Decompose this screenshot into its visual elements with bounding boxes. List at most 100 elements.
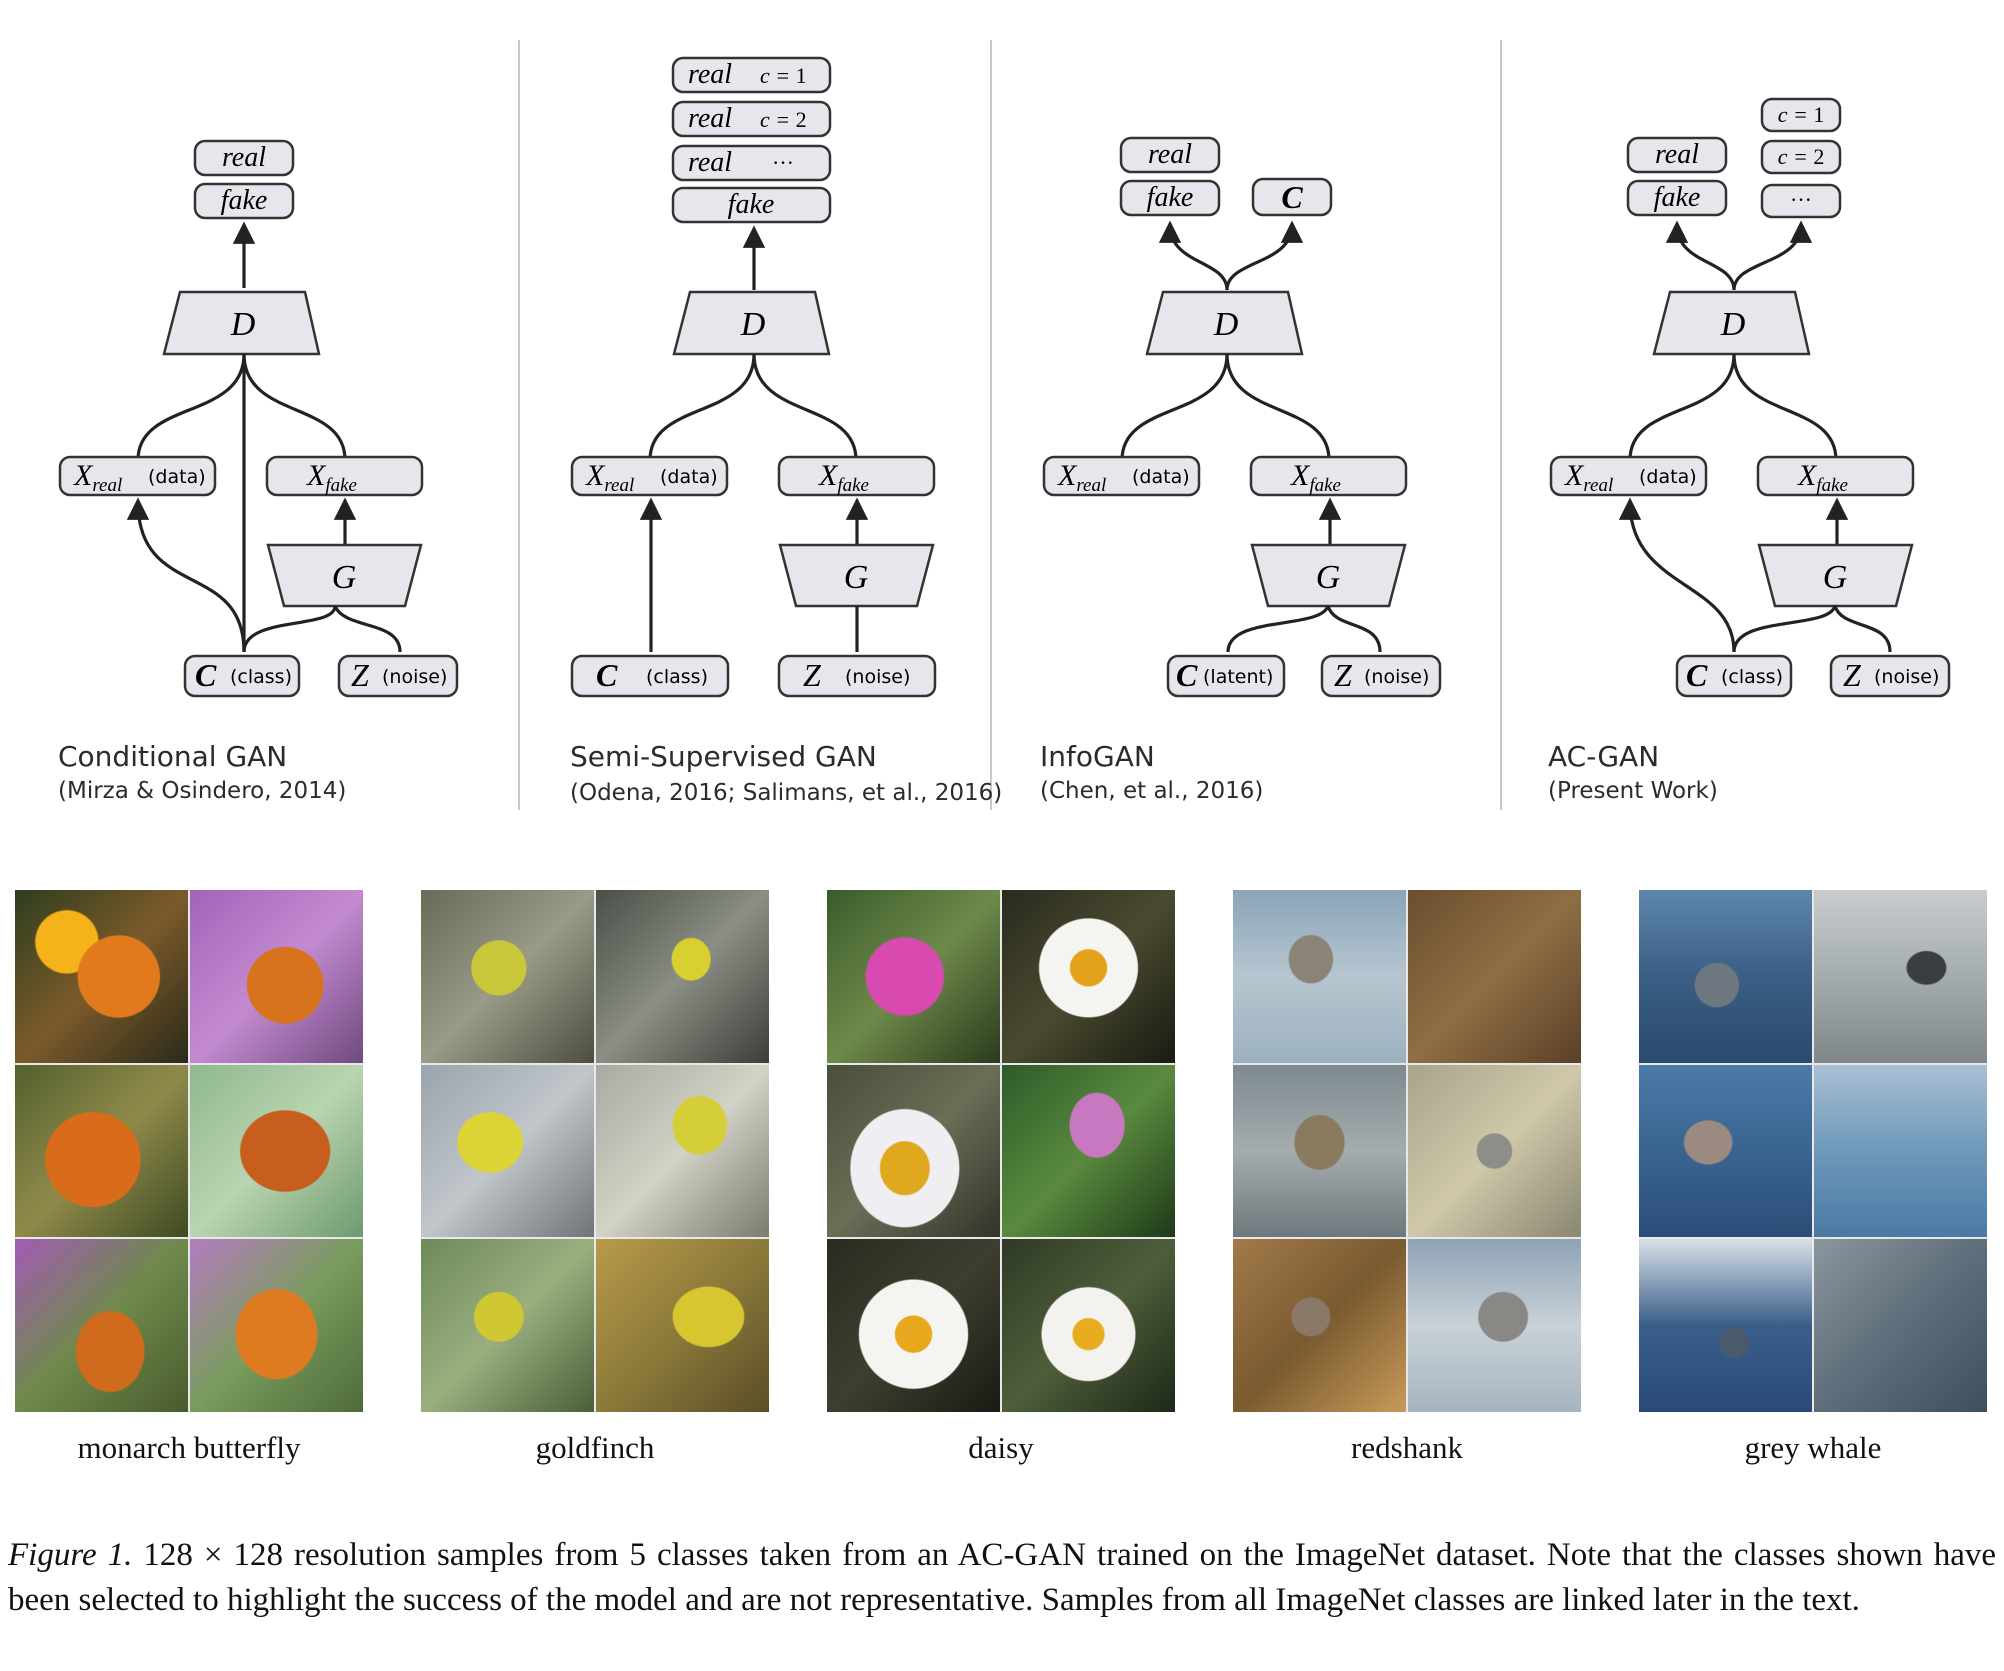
z-symbol: Z — [351, 657, 370, 693]
sample-image — [1814, 1239, 1987, 1412]
generator-box — [1250, 543, 1407, 608]
class-label: (class) — [230, 666, 292, 688]
svg-text:Xfake: Xfake — [1290, 459, 1341, 496]
output-real-c1-label: real — [688, 59, 732, 90]
x-fake-box — [777, 455, 936, 497]
c2-value: 2 — [796, 107, 807, 132]
infogan-diagram: real fake C D Xreal (data) Xfake G C (la… — [1042, 136, 1442, 698]
svg-text:Xreal: Xreal — [585, 459, 634, 496]
sample-grid-monarch-butterfly — [15, 890, 363, 1412]
svg-text:Xreal: Xreal — [1564, 459, 1613, 496]
c-class-box — [570, 654, 730, 698]
sample-image — [827, 890, 1000, 1063]
output-fake-box — [193, 182, 295, 220]
x-fake-box — [1756, 455, 1915, 497]
z-noise-box — [1320, 654, 1442, 698]
discriminator-label: D — [1720, 306, 1746, 343]
generator-box — [778, 543, 935, 608]
z-noise-box — [1829, 654, 1951, 698]
output-fake-box — [1119, 179, 1221, 217]
latent-label: (latent) — [1203, 666, 1273, 688]
x-real-box — [1042, 455, 1201, 497]
class-label: (class) — [646, 666, 708, 688]
noise-label: (noise) — [382, 666, 447, 688]
panel-title-ac-gan: AC-GAN — [1548, 740, 1660, 773]
z-symbol: Z — [1334, 657, 1353, 693]
x-fake-box — [1249, 455, 1408, 497]
x-real-symbol: X — [73, 459, 94, 492]
c1-eq: c = — [1778, 102, 1814, 127]
x-fake-box — [265, 455, 424, 497]
output-real-box — [1626, 136, 1728, 174]
sample-image — [1233, 1239, 1406, 1412]
sample-image — [596, 890, 769, 1063]
sample-image — [421, 1239, 594, 1412]
c-symbol: C — [596, 657, 618, 693]
x-real-data-label: (data) — [148, 466, 206, 488]
x-real-data-label: (data) — [660, 466, 718, 488]
ac-gan-diagram: real fake c = 1 c = 2 ··· D Xreal (data)… — [1549, 97, 1951, 698]
output-real-box — [1119, 136, 1221, 174]
sample-grid-redshank — [1233, 890, 1581, 1412]
noise-label: (noise) — [1874, 666, 1939, 688]
svg-text:Xreal: Xreal — [1057, 459, 1106, 496]
sample-grid-grey-whale — [1639, 890, 1987, 1412]
c-class-box — [183, 654, 301, 698]
panel-citation-ac-gan: (Present Work) — [1548, 778, 1718, 804]
output-c2-box — [1760, 139, 1842, 175]
c2-value: 2 — [1813, 144, 1824, 169]
sample-image — [421, 890, 594, 1063]
x-real-data-label: (data) — [1132, 466, 1190, 488]
svg-text:c = 1: c = 1 — [1778, 102, 1825, 127]
sample-image — [1639, 890, 1812, 1063]
sample-image — [190, 1239, 363, 1412]
svg-text:Xfake: Xfake — [818, 459, 869, 496]
x-real-data-label: (data) — [1639, 466, 1697, 488]
c2-eq: c = — [1778, 144, 1814, 169]
sample-image — [1814, 890, 1987, 1063]
x-fake-subscript: fake — [1816, 475, 1848, 496]
output-c1-box — [1760, 97, 1842, 133]
class-label-grey-whale: grey whale — [1744, 1430, 1882, 1465]
output-c-label: C — [1281, 179, 1303, 215]
sample-image — [1002, 1064, 1175, 1238]
discriminator-box — [162, 290, 321, 356]
generator-label: G — [1823, 559, 1848, 596]
sample-image — [1002, 890, 1175, 1063]
c1-value: 1 — [796, 63, 807, 88]
sample-image — [15, 1064, 188, 1238]
discriminator-box — [1145, 290, 1304, 356]
panel-divider — [518, 40, 520, 810]
output-fake-label: fake — [221, 185, 268, 216]
output-dots-box — [1760, 183, 1842, 219]
conditional-gan-diagram: real fake D Xreal (data) Xfake G C (clas… — [58, 139, 459, 698]
panel-divider — [1500, 40, 1502, 810]
panel-citation-semi-supervised-gan: (Odena, 2016; Salimans, et al., 2016) — [570, 780, 1003, 806]
sample-image — [1408, 1064, 1581, 1238]
c2-eq: c = — [760, 107, 796, 132]
output-real-box — [193, 139, 295, 177]
x-real-box — [58, 455, 217, 497]
sample-image — [1639, 1239, 1812, 1412]
x-real-subscript: real — [92, 475, 122, 496]
x-real-box — [570, 455, 729, 497]
class-label: (class) — [1721, 666, 1783, 688]
x-real-subscript: real — [1076, 475, 1106, 496]
c-class-box — [1675, 654, 1793, 698]
sample-image — [1639, 1064, 1812, 1238]
panel-citation-conditional-gan: (Mirza & Osindero, 2014) — [58, 778, 347, 804]
output-real-label: real — [1655, 139, 1699, 170]
x-real-symbol: X — [1057, 459, 1078, 492]
sample-image — [596, 1239, 769, 1412]
sample-image — [190, 1064, 363, 1238]
discriminator-box — [1652, 290, 1811, 356]
output-fake-box — [671, 186, 832, 224]
x-real-symbol: X — [1564, 459, 1585, 492]
output-real-c2-box — [671, 100, 832, 138]
discriminator-label: D — [1213, 306, 1239, 343]
panel-title-infogan: InfoGAN — [1040, 740, 1155, 773]
sample-grid-daisy — [827, 890, 1175, 1412]
sample-image — [596, 1064, 769, 1238]
x-real-box — [1549, 455, 1708, 497]
x-fake-symbol: X — [306, 459, 327, 492]
